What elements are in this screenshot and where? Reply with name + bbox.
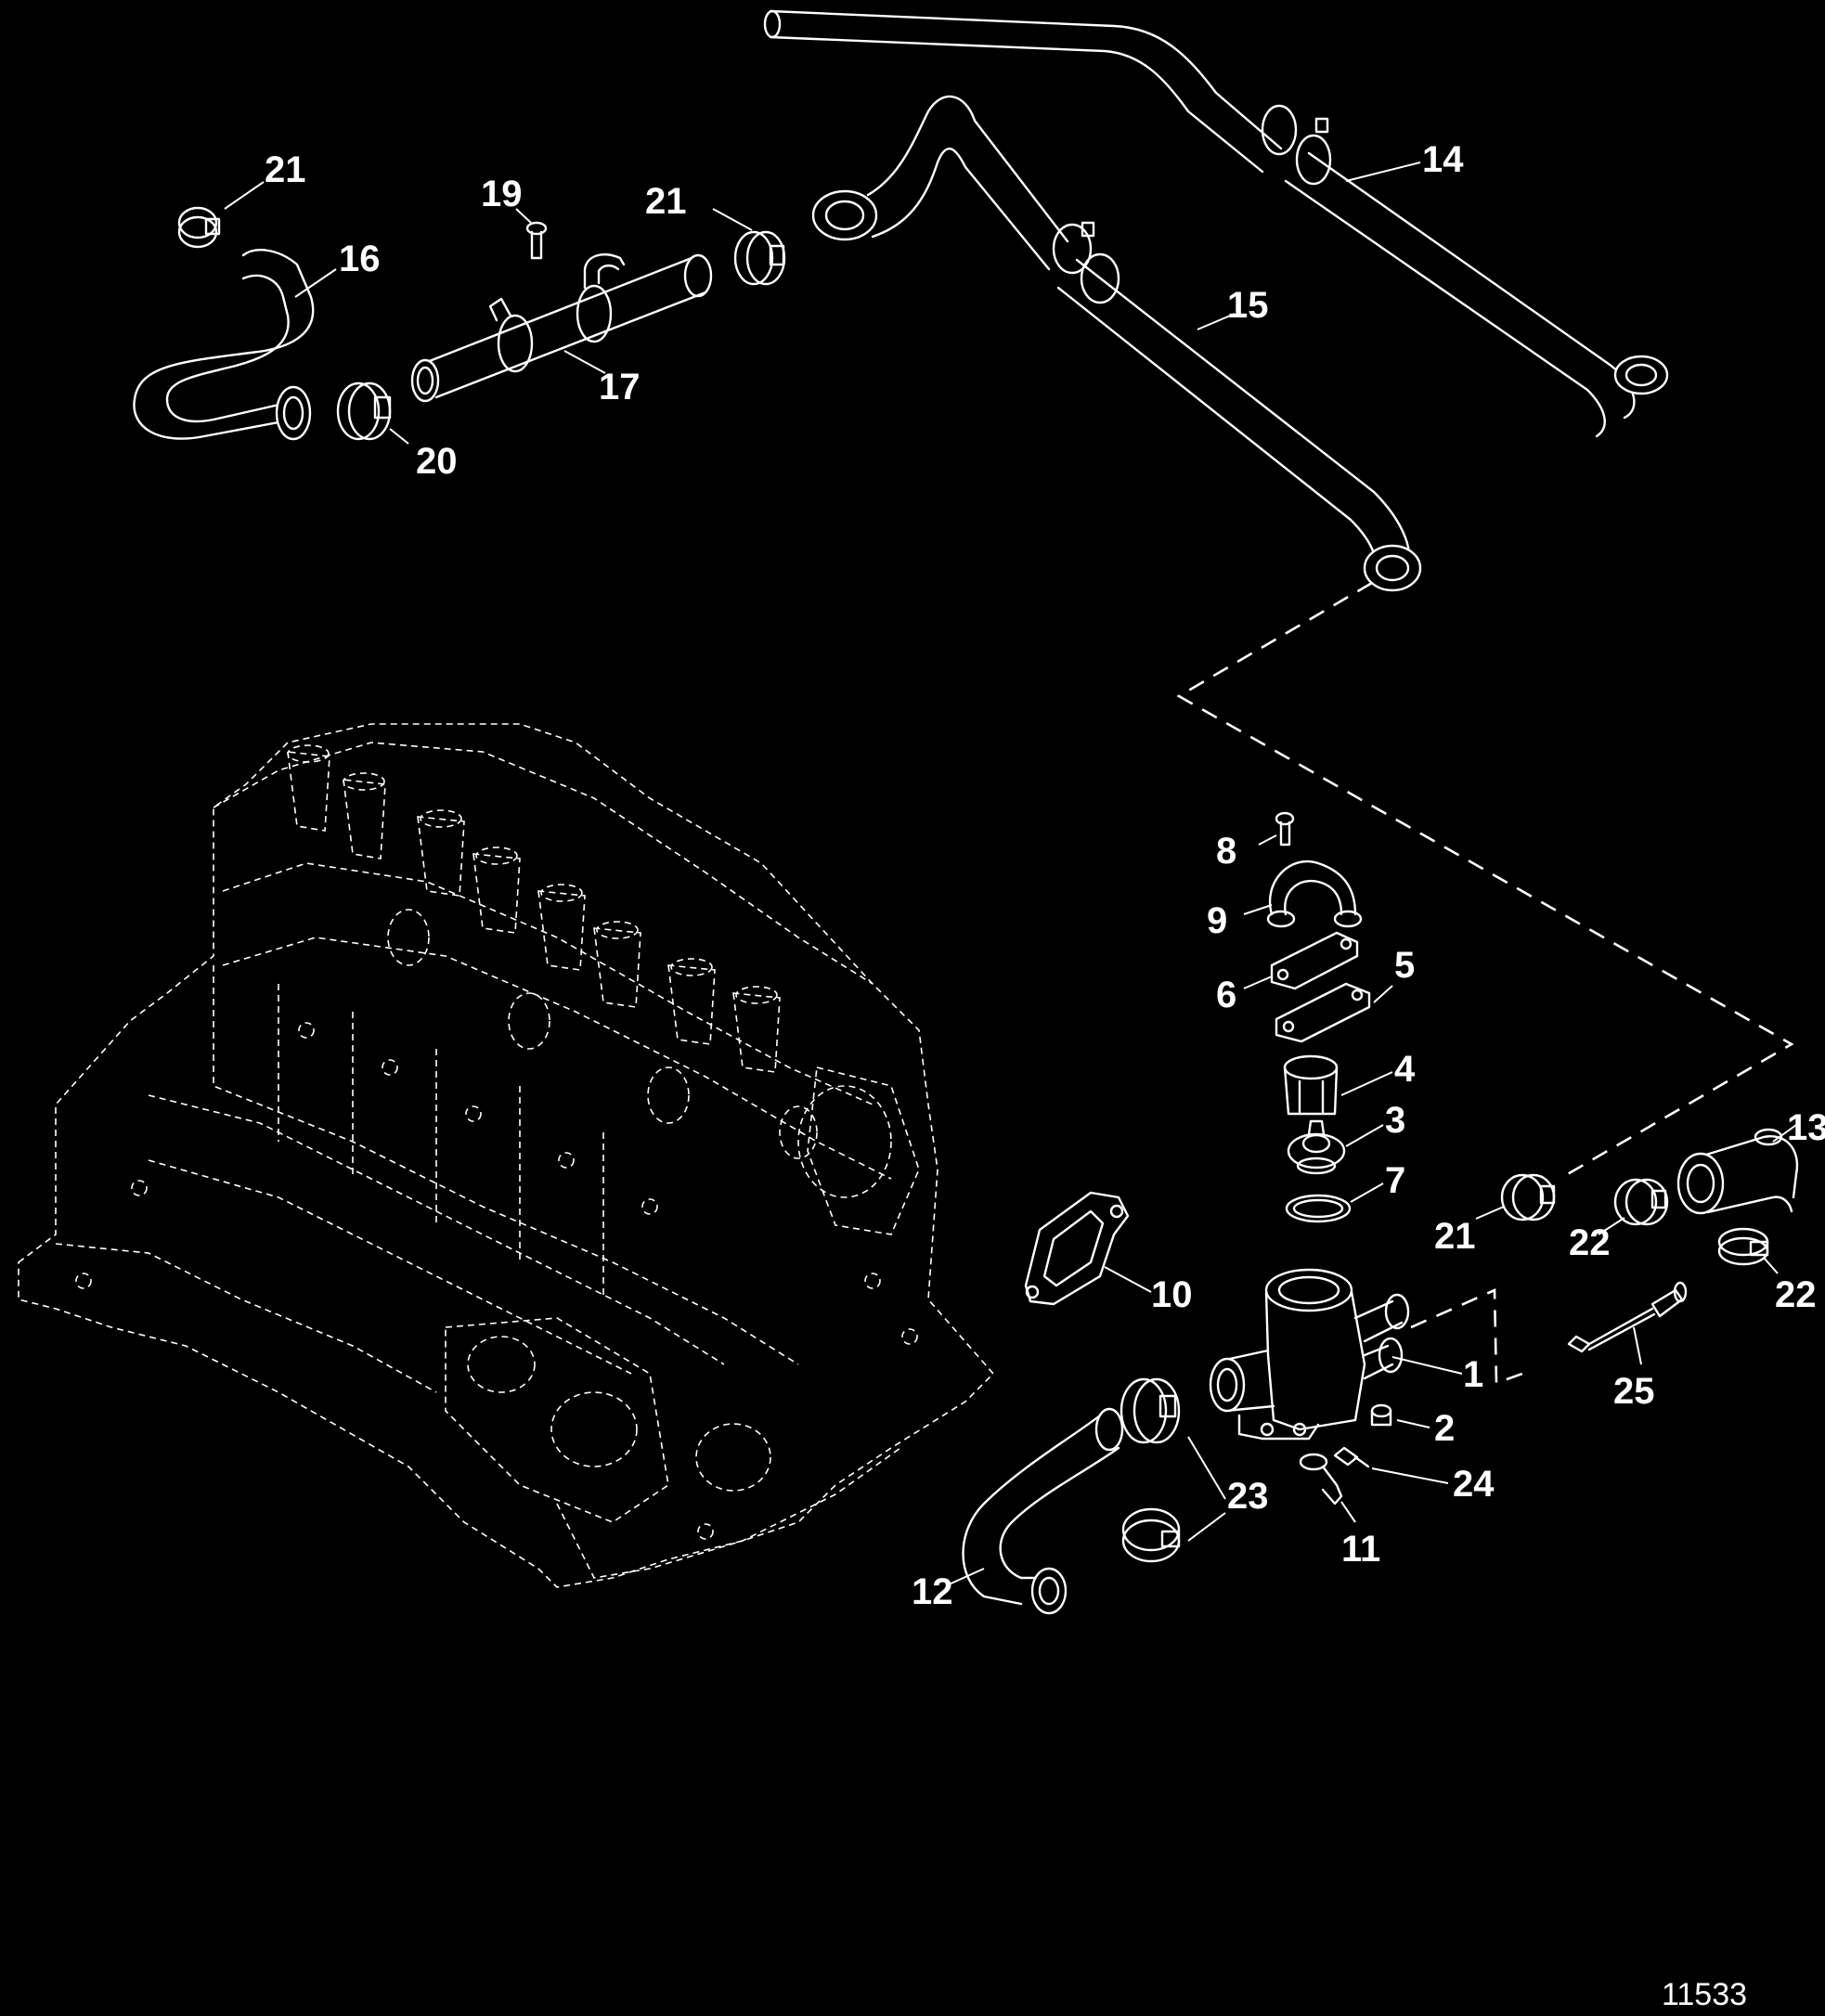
callout-3: 3 <box>1385 1100 1405 1141</box>
callout-2: 2 <box>1434 1408 1455 1449</box>
callout-20: 20 <box>416 441 458 482</box>
callout-6: 6 <box>1216 975 1236 1015</box>
pipe-17 <box>410 253 713 403</box>
sender-lead-25 <box>1567 1281 1688 1365</box>
callout-9: 9 <box>1207 900 1227 941</box>
clamps-23 <box>1120 1377 1226 1563</box>
hose-16 <box>133 249 337 441</box>
callout-16: 16 <box>339 239 381 279</box>
callout-22-lower: 22 <box>1775 1274 1817 1315</box>
callout-11: 11 <box>1341 1529 1380 1570</box>
hose-15 <box>811 95 1422 592</box>
o-ring-7 <box>1285 1182 1384 1223</box>
clamp-22-lower <box>1717 1227 1779 1274</box>
callout-22-upper: 22 <box>1569 1222 1611 1263</box>
bolt-11 <box>1299 1453 1356 1523</box>
callout-14: 14 <box>1422 139 1464 180</box>
thermostat-3 <box>1287 1119 1384 1175</box>
callout-17: 17 <box>599 367 641 407</box>
figure-number: 11533 <box>1662 1977 1747 2012</box>
engine-block <box>18 723 995 1588</box>
clamp-22-upper <box>1598 1178 1669 1235</box>
clamp-21-upper-left <box>177 181 265 249</box>
callout-25: 25 <box>1613 1371 1655 1412</box>
thermostat-housing-1 <box>1209 1268 1463 1441</box>
callout-24: 24 <box>1453 1464 1495 1505</box>
cover-9 <box>1243 860 1363 928</box>
callout-19: 19 <box>481 174 523 214</box>
callout-7: 7 <box>1385 1160 1405 1201</box>
hose-12 <box>946 1407 1124 1615</box>
bolt-19 <box>515 208 548 260</box>
clamp-21-upper-right <box>712 208 786 286</box>
callout-12: 12 <box>912 1571 953 1612</box>
plug-2 <box>1370 1403 1430 1428</box>
sender-routing-line <box>1410 1288 1523 1385</box>
callout-5: 5 <box>1394 945 1415 986</box>
callout-13: 13 <box>1787 1107 1825 1148</box>
callout-21-upper-left: 21 <box>265 149 306 190</box>
callout-1: 1 <box>1463 1354 1483 1395</box>
clamp-21-lower <box>1475 1173 1556 1221</box>
callout-21-upper-right: 21 <box>645 181 687 222</box>
callout-15: 15 <box>1227 285 1269 326</box>
bolt-8 <box>1258 811 1295 846</box>
callout-8: 8 <box>1216 831 1236 872</box>
hose-14 <box>763 9 1669 438</box>
sensor-24 <box>1333 1446 1449 1484</box>
gasket-10 <box>1024 1191 1152 1306</box>
callout-10: 10 <box>1151 1274 1193 1315</box>
sleeve-4 <box>1283 1054 1393 1116</box>
gasket-5 <box>1275 982 1393 1043</box>
hose-routing-line <box>1176 581 1794 1181</box>
callout-21-lower: 21 <box>1434 1216 1476 1257</box>
gasket-6 <box>1243 931 1359 990</box>
callout-labels: 1 2 3 4 5 6 7 8 9 10 11 12 13 14 15 16 1… <box>265 139 1825 1612</box>
clamp-20 <box>336 381 409 445</box>
callout-23: 23 <box>1227 1476 1269 1517</box>
callout-4: 4 <box>1394 1049 1416 1090</box>
elbow-fitting-13 <box>1676 1124 1799 1215</box>
